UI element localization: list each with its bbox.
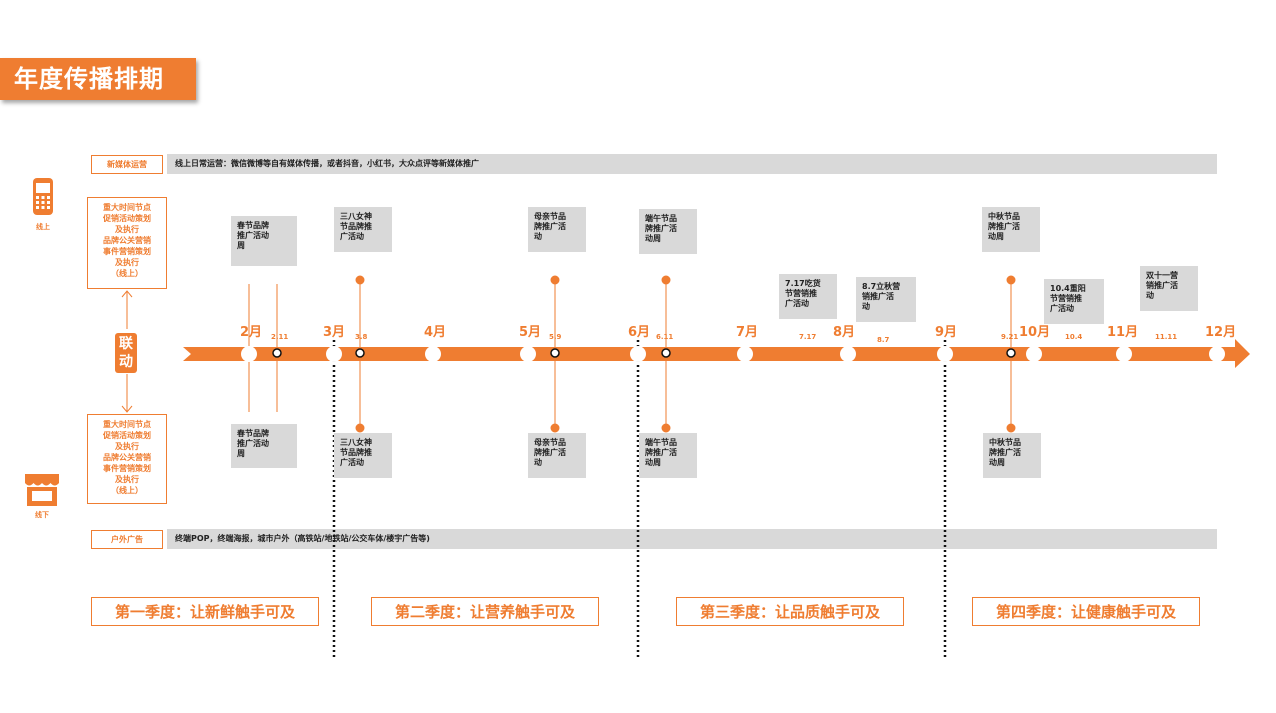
- page-title: 年度传播排期: [0, 58, 196, 100]
- month-node: [326, 346, 342, 362]
- offline-side-line: 品牌公关营销: [103, 453, 151, 462]
- month-node: [1026, 346, 1042, 362]
- date-label: 10.4: [1065, 333, 1083, 341]
- online-label: 线上: [36, 223, 50, 231]
- month-label: 5月: [519, 325, 542, 340]
- outdoor-bar: 终端POP，终端海报，城市户外（高铁站/地铁站/公交车体/楼宇广告等): [167, 529, 1217, 549]
- event-node: [661, 348, 671, 358]
- event-dot: [550, 275, 560, 285]
- offline-side-line: 重大时间节点: [103, 420, 151, 429]
- month-label: 8月: [833, 325, 856, 340]
- new-media-bar: 线上日常运营：微信微博等自有媒体传播，或者抖音，小红书，大众点评等新媒体推广: [167, 154, 1217, 174]
- online-side-line: （线上）: [111, 269, 143, 278]
- date-label: 5.9: [549, 333, 562, 341]
- online-side-line: 重大时间节点: [103, 203, 151, 212]
- event-box-bottom: 三八女神节品牌推广活动: [334, 433, 392, 478]
- offline-side-line: （线上）: [111, 486, 143, 495]
- month-node: [1116, 346, 1132, 362]
- phone-icon: [30, 177, 56, 221]
- date-label: 7.17: [799, 333, 817, 341]
- event-node: [550, 348, 560, 358]
- date-label: 11.11: [1155, 333, 1178, 341]
- event-box-top: 中秋节品牌推广活动周: [982, 207, 1040, 252]
- month-label: 4月: [424, 325, 447, 340]
- linkage-char-2: 动: [119, 354, 133, 370]
- event-box-top: 春节品牌推广活动周: [231, 216, 297, 266]
- month-label: 9月: [935, 325, 958, 340]
- event-box-top: 双十一营销推广活动: [1140, 266, 1198, 311]
- date-label: 8.7: [877, 336, 890, 344]
- month-node: [737, 346, 753, 362]
- linkage-badge: 联 动: [115, 333, 137, 373]
- online-side-line: 事件营销策划: [103, 247, 151, 256]
- event-box-bottom: 春节品牌推广活动周: [231, 424, 297, 468]
- month-label: 6月: [628, 325, 651, 340]
- month-label: 12月: [1205, 325, 1237, 340]
- month-label: 3月: [323, 325, 346, 340]
- online-side-line: 及执行: [115, 258, 139, 267]
- event-box-bottom: 中秋节品牌推广活动周: [983, 433, 1041, 478]
- offline-side-line: 及执行: [115, 442, 139, 451]
- month-label: 2月: [240, 325, 263, 340]
- event-box-bottom: 母亲节品牌推广活动: [528, 433, 586, 478]
- event-dot: [1006, 275, 1016, 285]
- offline-side-box: 重大时间节点促销活动策划及执行品牌公关营销事件营销策划及执行（线上）: [87, 414, 167, 504]
- offline-side-line: 事件营销策划: [103, 464, 151, 473]
- timeline-arrow: [183, 339, 1250, 368]
- linkage-arrows: [121, 290, 133, 413]
- quarter-slogan-q4: 第四季度：让健康触手可及: [972, 597, 1200, 626]
- event-node: [272, 348, 282, 358]
- month-label: 11月: [1107, 325, 1139, 340]
- quarter-slogan-q2: 第二季度：让营养触手可及: [371, 597, 599, 626]
- event-box-top: 8.7立秋营销推广活动: [856, 277, 916, 322]
- event-dot: [355, 423, 365, 433]
- offline-side-line: 及执行: [115, 475, 139, 484]
- event-box-top: 端午节品牌推广活动周: [639, 209, 697, 254]
- month-node: [840, 346, 856, 362]
- event-box-top: 母亲节品牌推广活动: [528, 207, 586, 252]
- online-side-line: 品牌公关营销: [103, 236, 151, 245]
- event-box-top: 10.4重阳节营销推广活动: [1044, 279, 1104, 324]
- month-node: [1209, 346, 1225, 362]
- store-icon: [24, 473, 60, 511]
- month-node: [241, 346, 257, 362]
- month-node: [630, 346, 646, 362]
- month-label: 7月: [736, 325, 759, 340]
- event-dot: [661, 275, 671, 285]
- outdoor-label: 户外广告: [91, 530, 163, 549]
- online-side-line: 及执行: [115, 225, 139, 234]
- date-label: 9.21: [1001, 333, 1019, 341]
- offline-side-line: 促销活动策划: [103, 431, 151, 440]
- event-box-bottom: 端午节品牌推广活动周: [639, 433, 697, 478]
- date-label: 2.11: [271, 333, 289, 341]
- month-node: [520, 346, 536, 362]
- new-media-label: 新媒体运营: [91, 155, 163, 174]
- event-box-top: 7.17吃货节营销推广活动: [779, 274, 837, 319]
- month-node: [937, 346, 953, 362]
- online-side-box: 重大时间节点促销活动策划及执行品牌公关营销事件营销策划及执行（线上）: [87, 197, 167, 289]
- linkage-char-1: 联: [119, 336, 133, 352]
- event-box-top: 三八女神节品牌推广活动: [334, 207, 392, 252]
- quarter-slogan-q1: 第一季度：让新鲜触手可及: [91, 597, 319, 626]
- event-dot: [550, 423, 560, 433]
- online-side-line: 促销活动策划: [103, 214, 151, 223]
- quarter-slogan-q3: 第三季度：让品质触手可及: [676, 597, 904, 626]
- date-label: 3.8: [355, 333, 368, 341]
- event-dot: [661, 423, 671, 433]
- month-node: [425, 346, 441, 362]
- month-label: 10月: [1019, 325, 1051, 340]
- date-label: 6.11: [656, 333, 674, 341]
- event-node: [355, 348, 365, 358]
- offline-label: 线下: [35, 511, 49, 519]
- event-dot: [1006, 423, 1016, 433]
- event-node: [1006, 348, 1016, 358]
- event-dot: [355, 275, 365, 285]
